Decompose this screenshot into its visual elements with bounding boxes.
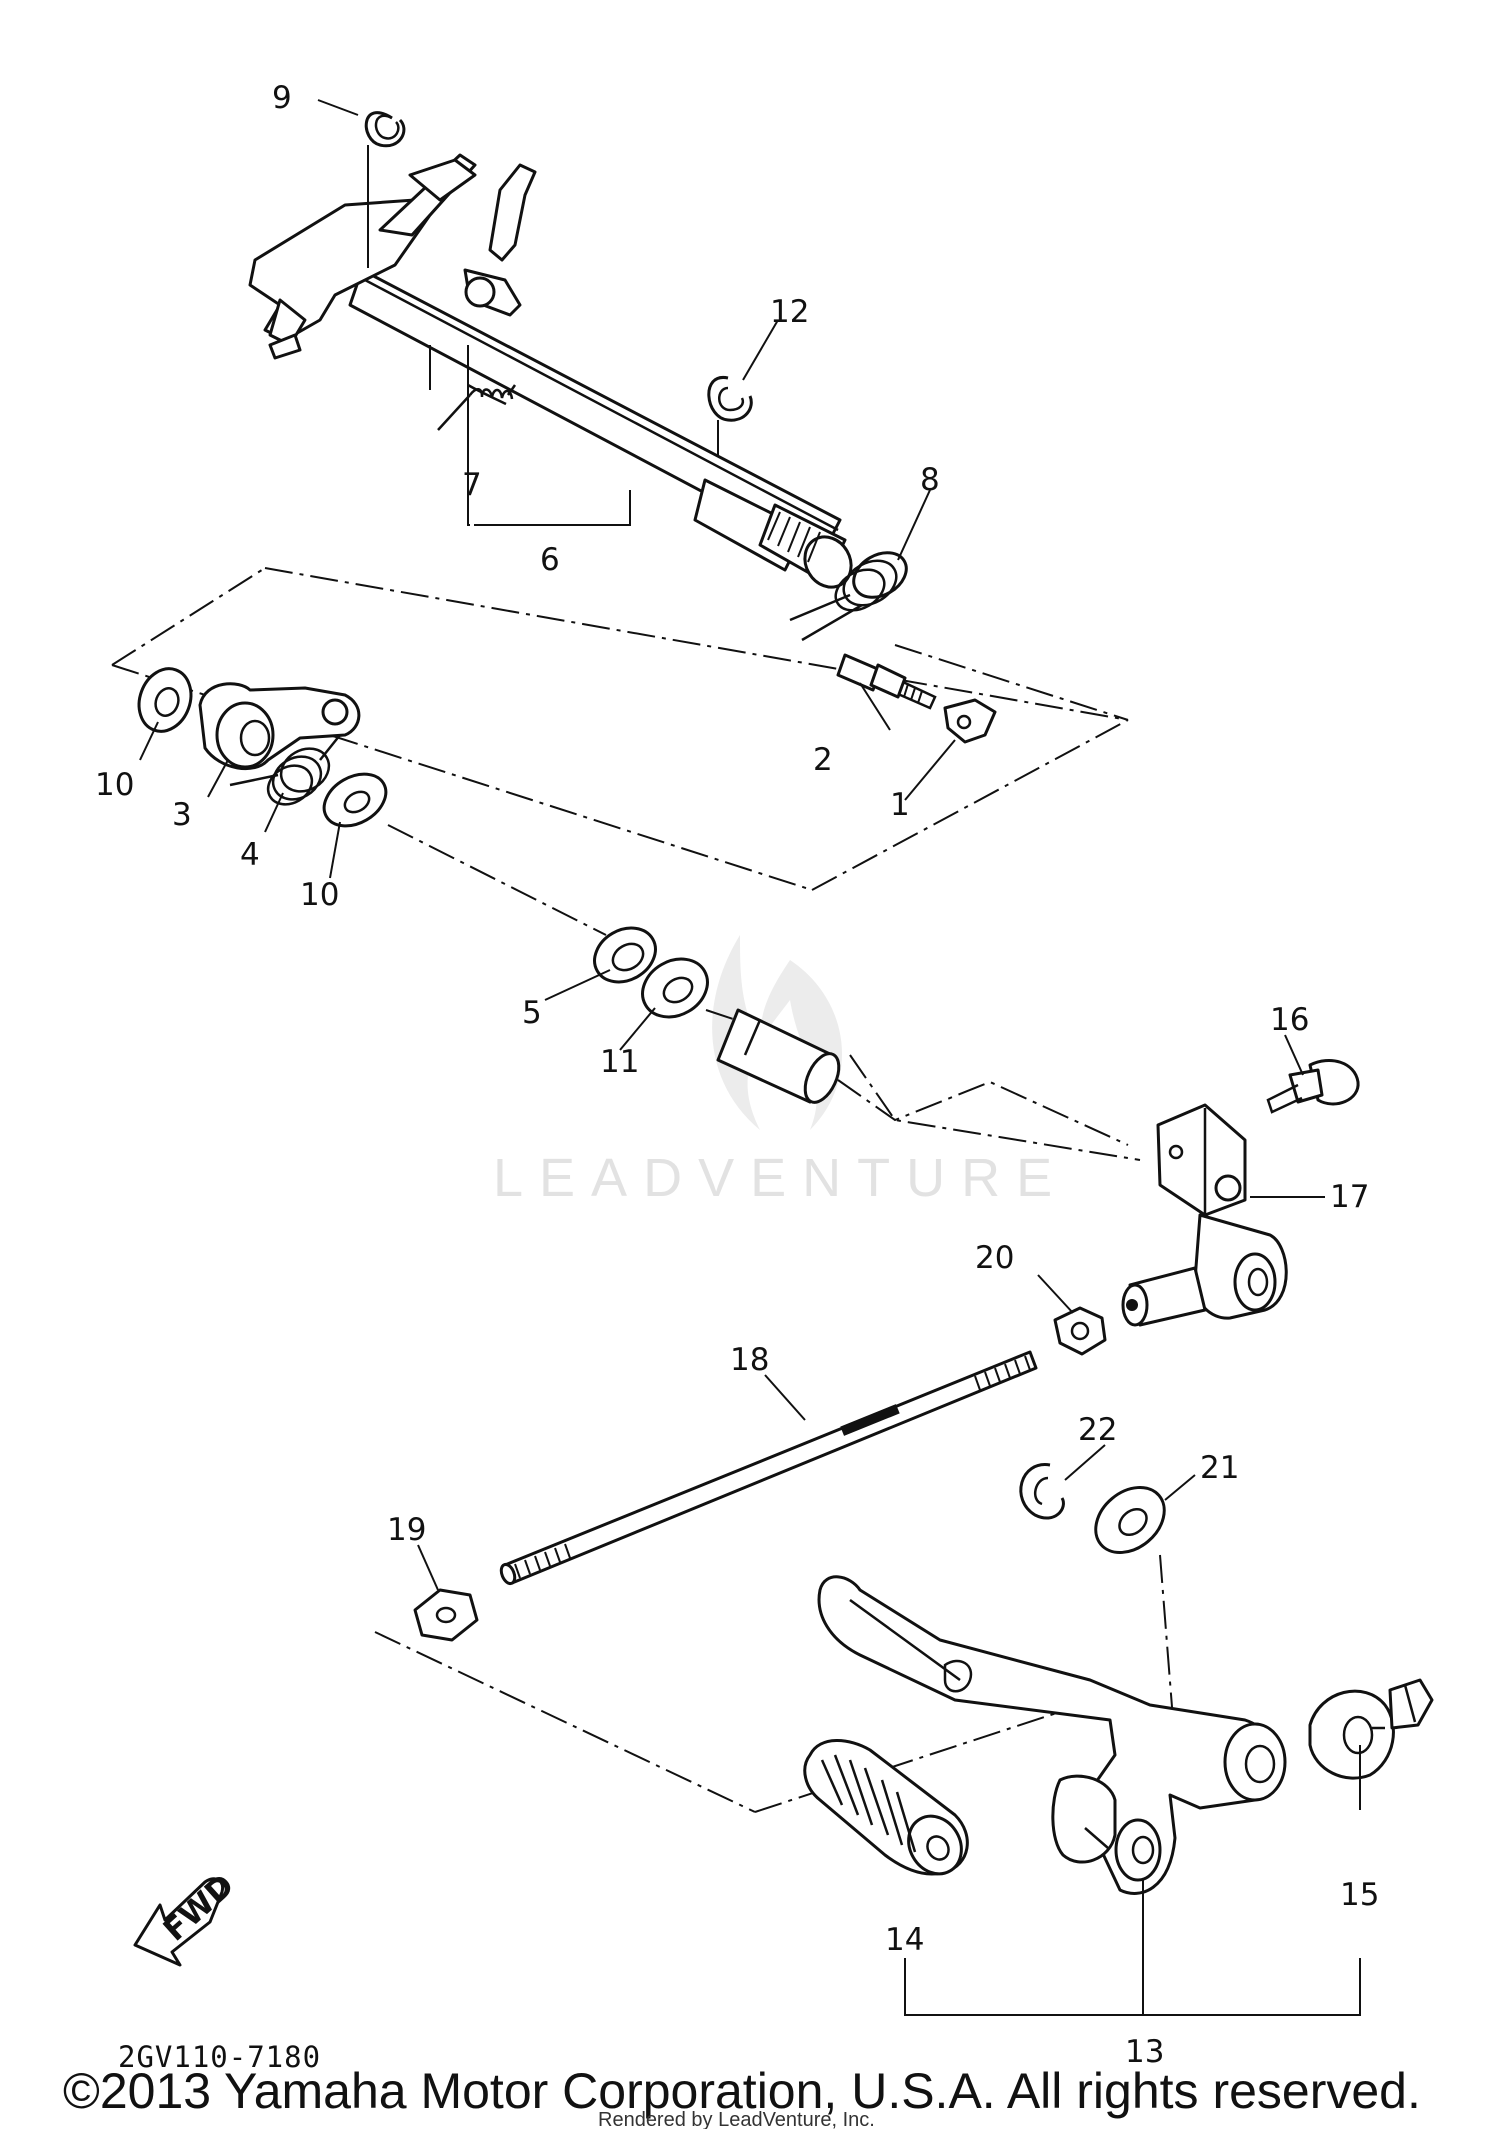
- shift-pedal-13: [817, 1575, 1287, 1895]
- spring-4: [229, 734, 341, 806]
- callout-leader-lines: [139, 99, 1361, 2016]
- callout-16: 16: [1270, 1002, 1309, 1038]
- oil-seal-5: [593, 926, 657, 984]
- fwd-label: FWD: [157, 1867, 241, 1948]
- callout-2: 2: [813, 742, 833, 778]
- washer-10-right: [322, 772, 388, 828]
- callout-6: 6: [540, 542, 560, 578]
- callout-numbers: 9 12 8 7 6 2 1 10 3 4 10 5 11 16 17 20 1…: [95, 80, 1379, 2070]
- fwd-arrow-icon: FWD: [133, 1867, 241, 1967]
- rendered-by: Rendered by LeadVenture, Inc.: [598, 2109, 875, 2129]
- footpeg-rubber-14: [803, 1739, 969, 1876]
- callout-15: 15: [1340, 1877, 1379, 1913]
- callout-19: 19: [387, 1512, 426, 1548]
- callout-5: 5: [522, 995, 542, 1031]
- leadventure-watermark: LEADVENTURE: [493, 935, 1068, 1208]
- callout-7: 7: [462, 467, 482, 503]
- circlip-12: [707, 376, 753, 422]
- shift-rod-18: [499, 1350, 1038, 1586]
- washer-10-left: [137, 667, 193, 733]
- callout-9: 9: [272, 80, 292, 116]
- joint-pin: [716, 1008, 841, 1104]
- callout-10-right: 10: [300, 877, 339, 913]
- return-spring-8: [789, 551, 908, 642]
- callout-14: 14: [885, 1922, 924, 1958]
- callout-18: 18: [730, 1342, 769, 1378]
- pin-guide: [837, 1079, 1129, 1146]
- torsion-spring-7: [437, 383, 517, 431]
- callout-22: 22: [1078, 1412, 1117, 1448]
- callout-17: 17: [1330, 1179, 1369, 1215]
- circlip-22: [1019, 1463, 1065, 1520]
- watermark-text: LEADVENTURE: [493, 1148, 1068, 1208]
- callout-13: 13: [1125, 2034, 1164, 2070]
- callout-11: 11: [600, 1044, 639, 1080]
- callout-8: 8: [920, 462, 940, 498]
- callout-12: 12: [770, 294, 809, 330]
- callout-4: 4: [240, 837, 260, 873]
- nut-19: [413, 1588, 479, 1642]
- lock-washer-1: [943, 698, 997, 744]
- washer-11: [641, 957, 709, 1019]
- callout-3: 3: [172, 797, 192, 833]
- circlip-9: [364, 111, 406, 148]
- shift-lever-3: [198, 682, 361, 771]
- diagram-code: 2GV110-7180: [118, 2040, 321, 2074]
- shift-shaft-assy: [248, 153, 853, 589]
- pivot-bolt-15: [1308, 1678, 1434, 1780]
- callout-20: 20: [975, 1240, 1014, 1276]
- callout-1: 1: [890, 787, 910, 823]
- callout-21: 21: [1200, 1450, 1239, 1486]
- rod-end-17: [1121, 1103, 1288, 1327]
- callout-10-left: 10: [95, 767, 134, 803]
- stopper-bolt-2: [836, 653, 937, 710]
- bolt-16: [1266, 1059, 1360, 1114]
- nut-20: [1053, 1306, 1107, 1356]
- washer-21: [1094, 1485, 1166, 1555]
- copyright-notice: ©2013 Yamaha Motor Corporation, U.S.A. A…: [63, 2063, 1421, 2119]
